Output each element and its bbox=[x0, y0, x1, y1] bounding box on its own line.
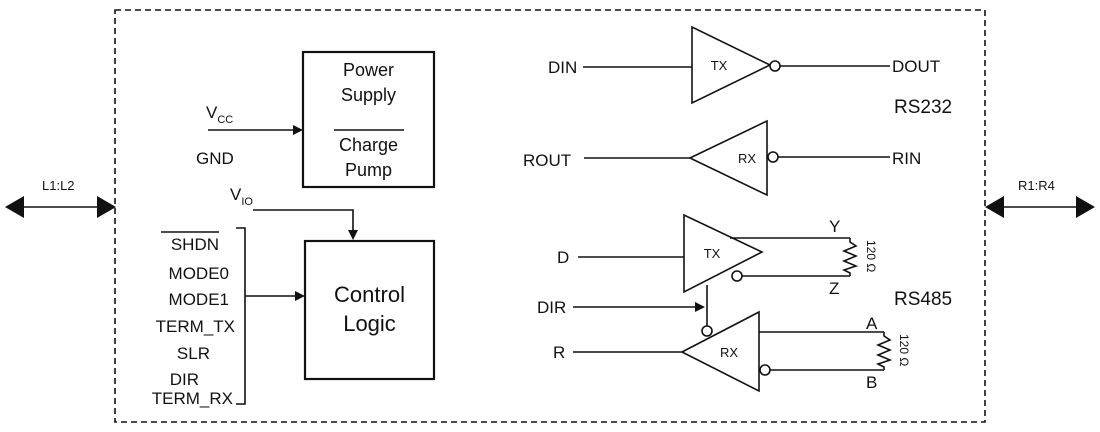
input-term-tx: TERM_TX bbox=[156, 317, 235, 336]
rs232-tx-label: TX bbox=[711, 58, 728, 73]
rs485-rx-label: RX bbox=[720, 345, 738, 360]
input-slr: SLR bbox=[177, 344, 210, 363]
rs485-rx-receiver bbox=[680, 310, 760, 393]
chip-boundary bbox=[114, 9, 986, 423]
tx-termination-resistor bbox=[841, 238, 859, 276]
control-logic-block bbox=[303, 239, 436, 381]
rs232-tx-bubble bbox=[769, 60, 781, 72]
gnd-label: GND bbox=[196, 149, 234, 168]
dout-label: DOUT bbox=[892, 57, 940, 76]
rs232-tx-driver bbox=[691, 25, 772, 105]
left-port-label: L1:L2 bbox=[42, 178, 75, 193]
right-port-label: R1:R4 bbox=[1018, 178, 1055, 193]
power-supply-block bbox=[301, 50, 436, 189]
rs485-label: RS485 bbox=[894, 289, 952, 310]
z-label: Z bbox=[829, 279, 839, 298]
rin-label: RIN bbox=[892, 149, 921, 168]
input-mode1: MODE1 bbox=[169, 290, 229, 309]
input-dir: DIR bbox=[170, 370, 199, 389]
rx-termination-label: 120 Ω bbox=[897, 334, 911, 366]
rs232-rx-bubble bbox=[767, 151, 779, 163]
y-label: Y bbox=[829, 217, 840, 236]
tx-termination-label: 120 Ω bbox=[864, 240, 878, 272]
vio-label: VIO bbox=[230, 185, 253, 208]
input-shdn: SHDN bbox=[171, 235, 219, 254]
charge-pump-label-2: Pump bbox=[345, 160, 392, 180]
left-port-arrow bbox=[5, 196, 116, 218]
control-logic-label-2: Logic bbox=[343, 311, 396, 336]
right-port-arrow bbox=[985, 196, 1095, 218]
din-label: DIN bbox=[548, 58, 577, 77]
control-logic-label-1: Control bbox=[334, 282, 405, 307]
input-term-rx: TERM_RX bbox=[152, 389, 233, 408]
rs485-tx-bubble bbox=[731, 270, 743, 282]
r-label: R bbox=[553, 343, 565, 362]
vio-wire bbox=[253, 209, 358, 240]
d-label: D bbox=[557, 248, 569, 267]
vcc-label: VCC bbox=[206, 103, 233, 126]
rx-termination-resistor bbox=[875, 332, 893, 370]
input-bracket bbox=[236, 227, 246, 405]
dir-label: DIR bbox=[537, 298, 566, 317]
charge-pump-label-1: Charge bbox=[339, 135, 398, 155]
rout-label: ROUT bbox=[523, 151, 571, 170]
rs485-tx-label: TX bbox=[704, 246, 721, 261]
power-supply-label-1: Power bbox=[343, 60, 394, 80]
rs485-tx-driver bbox=[683, 213, 764, 294]
rs232-rx-receiver bbox=[688, 119, 768, 197]
power-supply-label-2: Supply bbox=[341, 85, 396, 105]
b-label: B bbox=[866, 373, 877, 392]
rs485-rx-enable-bubble bbox=[701, 325, 713, 337]
rs232-label: RS232 bbox=[894, 97, 952, 118]
a-label: A bbox=[866, 314, 878, 333]
input-mode0: MODE0 bbox=[169, 264, 229, 283]
rs232-rx-label: RX bbox=[738, 151, 756, 166]
rs485-rx-bubble bbox=[759, 364, 771, 376]
